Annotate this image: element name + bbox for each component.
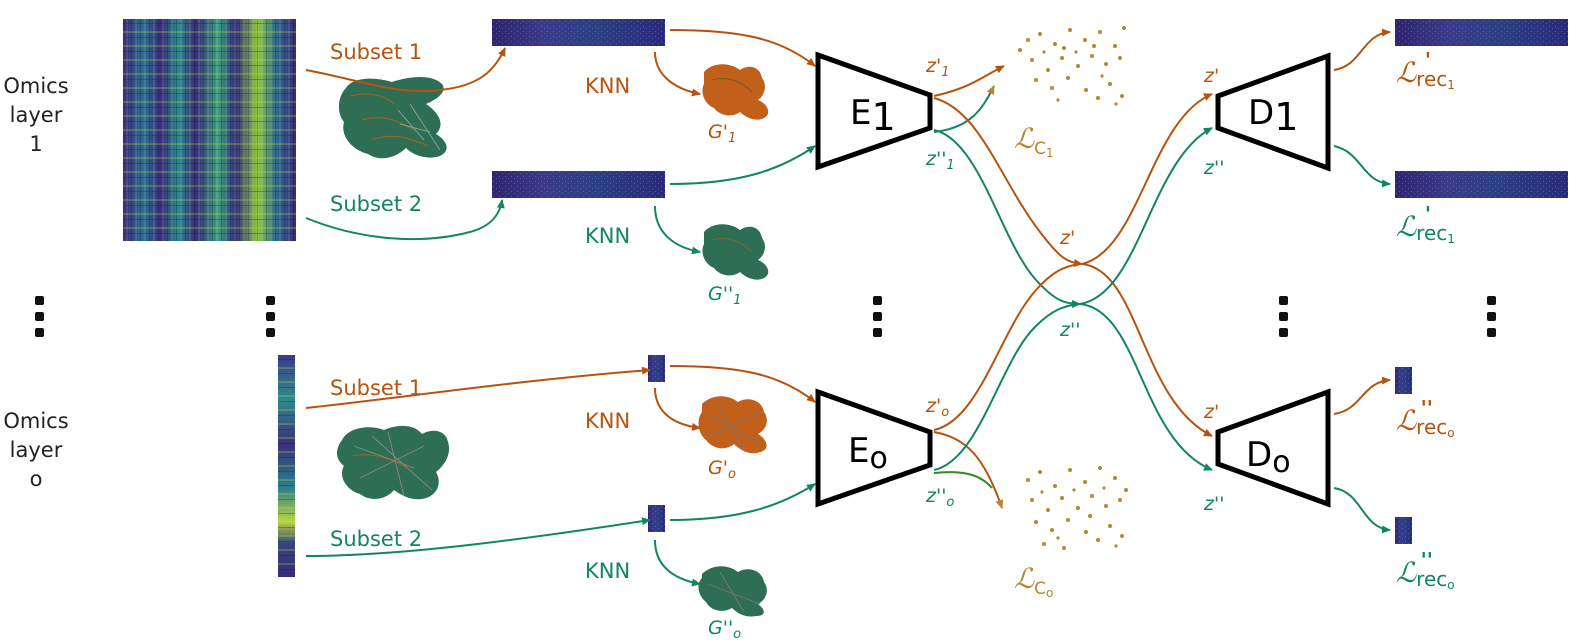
graph-blob-g1a [702, 64, 769, 120]
ellipsis-col-1 [35, 296, 44, 337]
side-label-layer1-line3: 1 [29, 132, 42, 156]
heatmap-rec-d1-b [1395, 171, 1568, 198]
encoder-eo-label: E [848, 431, 869, 471]
side-label-layer1-line1: Omics [3, 74, 68, 98]
side-label-layero-line1: Omics [3, 409, 68, 433]
heatmap-subset2-layer1 [492, 171, 665, 198]
encoder-eo-sub: o [869, 441, 887, 476]
graph-blob-gob [698, 566, 767, 617]
label-knn-1a: KNN [585, 74, 630, 98]
label-subset2-layero: Subset 2 [330, 527, 422, 551]
label-latent-z1a: z'1 [925, 55, 949, 80]
label-graph-gob: G''o [708, 617, 741, 642]
label-subset1-layer1: Subset 1 [330, 40, 422, 64]
ellipsis-col-5 [1487, 296, 1496, 337]
label-graph-g1b: G''1 [708, 283, 741, 308]
label-latent-zob: z''o [925, 485, 954, 510]
side-label-layer1: Omics layer 1 [3, 74, 68, 156]
label-knn-ob: KNN [585, 559, 630, 583]
graph-blob-layero-full [337, 425, 450, 500]
heatmap-subset1-layer1 [492, 19, 665, 46]
label-latent-center-zpp: z'' [1059, 319, 1080, 341]
side-label-layero: Omics layer o [3, 409, 68, 491]
label-knn-oa: KNN [585, 409, 630, 433]
side-label-layero-line2: layer [10, 438, 63, 462]
encoder-e1-label: E [850, 93, 871, 133]
heatmap-rec-d1-a [1395, 19, 1568, 46]
scatter-cloud-lc1 [1018, 26, 1126, 106]
heatmap-rec-do-a [1395, 367, 1412, 394]
label-latent-d1-in-a: z' [1203, 65, 1219, 87]
label-subset2-layer1: Subset 2 [330, 192, 422, 216]
label-loss-co: ℒCo [1014, 562, 1053, 600]
graph-blob-goa [698, 396, 767, 454]
arrow-group-output [1333, 28, 1391, 534]
label-latent-z1b: z''1 [925, 148, 955, 173]
label-loss-recoa: ℒreco'' [1396, 396, 1455, 440]
label-loss-c1: ℒC1 [1014, 122, 1054, 160]
label-graph-goa: G'o [708, 457, 736, 482]
decoder-do: Do [1215, 388, 1331, 508]
graph-blob-g1b [702, 224, 769, 280]
svg-text:E1: E1 [850, 93, 896, 139]
heatmap-layer1-full [123, 19, 296, 241]
ellipsis-col-3 [873, 296, 882, 337]
decoder-do-label: D [1246, 435, 1272, 475]
arrow-group-latent [933, 65, 1213, 509]
graph-blob-layer1-full [338, 77, 447, 159]
label-loss-recob: ℒreco'' [1396, 548, 1455, 592]
ellipsis-col-2 [266, 296, 275, 337]
decoder-d1-label: D [1248, 93, 1274, 133]
arrow-group-layero-input [305, 365, 816, 587]
decoder-do-sub: o [1272, 445, 1290, 480]
label-latent-do-in-b: z'' [1203, 493, 1224, 515]
label-graph-g1a: G'1 [708, 121, 736, 146]
decoder-d1-sub: 1 [1274, 95, 1298, 139]
label-subset1-layero: Subset 1 [330, 376, 422, 400]
encoder-e1-sub: 1 [871, 95, 895, 139]
heatmap-layero-full [278, 355, 295, 577]
encoder-e1: E1 [815, 51, 933, 171]
ellipsis-col-4 [1279, 296, 1288, 337]
label-knn-1b: KNN [585, 224, 630, 248]
label-latent-do-in-a: z' [1203, 401, 1219, 423]
heatmap-rec-do-b [1395, 517, 1412, 544]
label-loss-rec1b: ℒrec1' [1396, 202, 1455, 246]
decoder-d1: D1 [1215, 52, 1331, 172]
label-latent-d1-in-b: z'' [1203, 157, 1224, 179]
heatmap-subset1-layero [648, 355, 665, 382]
side-label-layer1-line2: layer [10, 103, 63, 127]
arrow-group-layer1-input [305, 29, 816, 255]
svg-text:Do: Do [1246, 435, 1291, 480]
heatmap-subset2-layero [648, 505, 665, 532]
label-loss-rec1a: ℒrec1' [1396, 48, 1455, 92]
svg-text:Eo: Eo [848, 431, 888, 476]
encoder-eo: Eo [815, 388, 933, 508]
label-latent-center-zp: z' [1059, 227, 1075, 249]
label-latent-zoa: z'o [925, 395, 949, 420]
scatter-cloud-lco [1026, 466, 1128, 550]
side-label-layero-line3: o [30, 467, 43, 491]
svg-text:D1: D1 [1248, 93, 1298, 139]
